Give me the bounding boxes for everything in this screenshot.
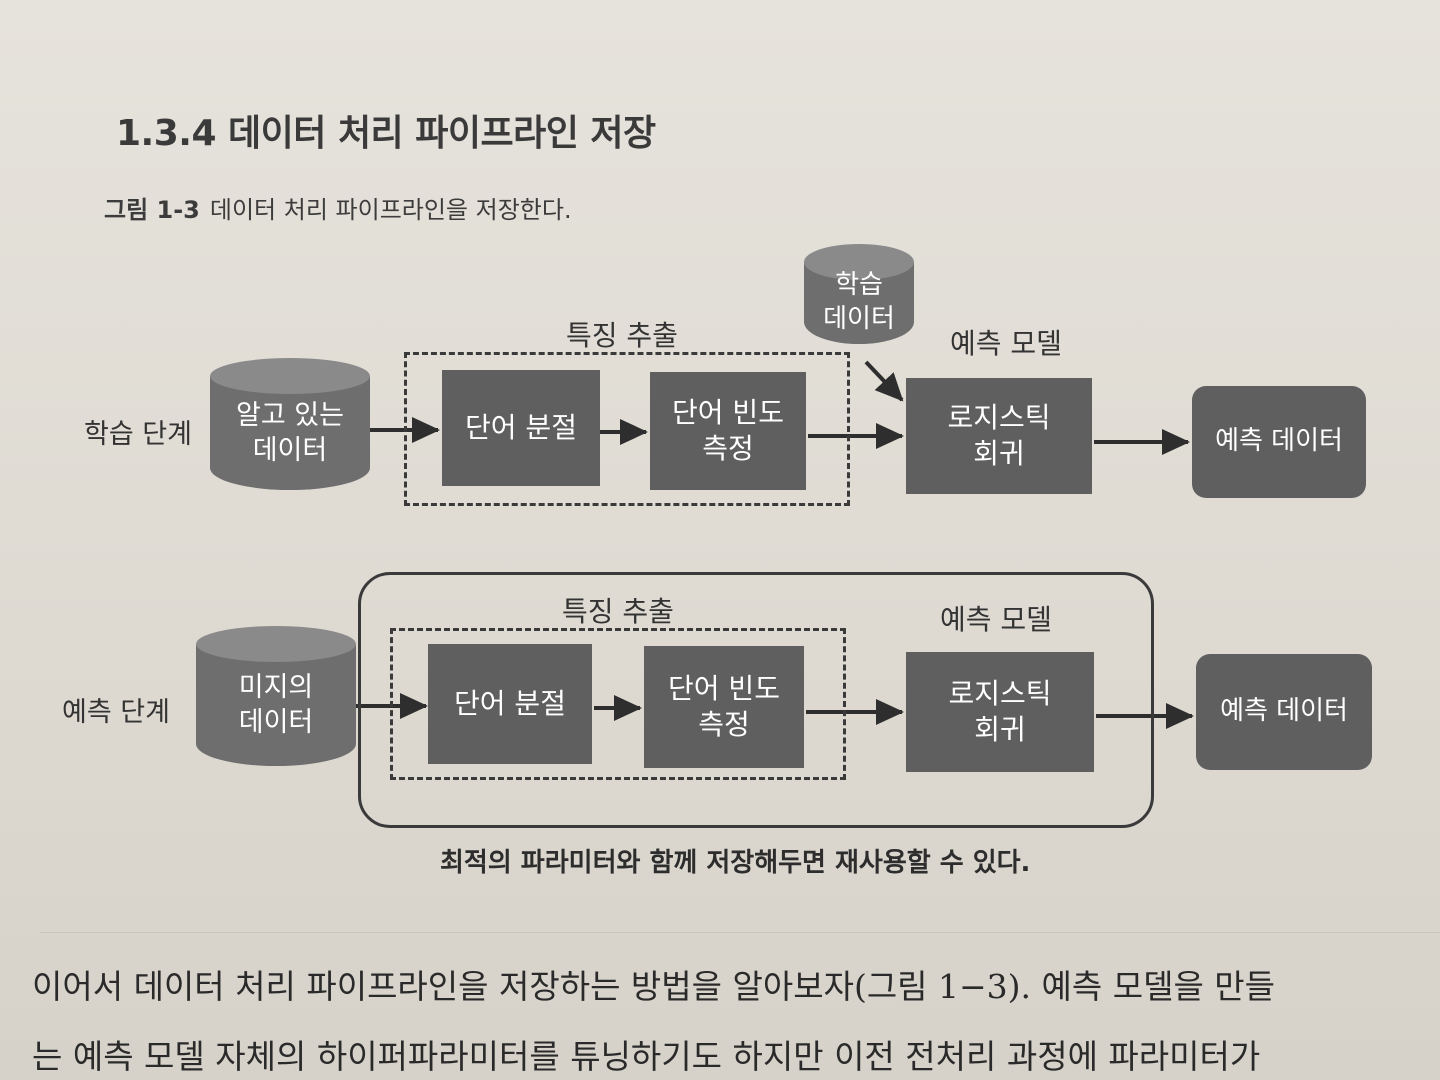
training-model-text: 로지스틱 회귀 xyxy=(947,400,1051,470)
prediction-word-split-box: 단어 분절 xyxy=(428,644,592,764)
prediction-output-box: 예측 데이터 xyxy=(1196,654,1372,770)
training-word-split-label: 단어 분절 xyxy=(465,410,577,444)
prediction-feature-group-label: 특징 추출 xyxy=(562,595,674,628)
training-word-freq-box: 단어 빈도 측정 xyxy=(650,372,806,490)
training-source-label: 알고 있는 데이터 xyxy=(236,399,344,466)
prediction-word-freq-box: 단어 빈도 측정 xyxy=(644,646,804,768)
figure-caption-text: 데이터 처리 파이프라인을 저장한다. xyxy=(209,196,572,224)
training-output-label: 예측 데이터 xyxy=(1215,426,1343,457)
training-word-split-box: 단어 분절 xyxy=(442,370,600,486)
training-output-box: 예측 데이터 xyxy=(1192,386,1366,498)
body-text-line-2: 는 예측 모델 자체의 하이퍼파라미터를 튜닝하기도 하지만 이전 전처리 과정… xyxy=(32,1037,1261,1076)
prediction-feature-extraction-group xyxy=(390,628,846,780)
prediction-source-cylinder: 미지의 데이터 xyxy=(196,626,356,766)
training-data-label: 학습 데이터 xyxy=(823,270,895,334)
body-text-line-1: 이어서 데이터 처리 파이프라인을 저장하는 방법을 알아보자(그림 1−3).… xyxy=(32,967,1276,1006)
training-source-cylinder: 알고 있는 데이터 xyxy=(210,358,370,490)
section-title-text: 데이터 처리 파이프라인 저장 xyxy=(228,113,656,154)
prediction-model-label: 예측 모델 xyxy=(940,603,1052,636)
figure-caption: 그림 1-3 데이터 처리 파이프라인을 저장한다. xyxy=(104,190,572,225)
training-feature-group-label: 특징 추출 xyxy=(566,319,678,352)
prediction-output-label: 예측 데이터 xyxy=(1220,696,1348,727)
training-model-box: 로지스틱 회귀 xyxy=(906,378,1092,494)
prediction-model-box: 로지스틱 회귀 xyxy=(906,652,1094,772)
figure-number: 그림 1-3 xyxy=(104,196,200,224)
training-stage-label: 학습 단계 xyxy=(84,419,192,450)
bleed-through-line xyxy=(40,932,1440,933)
prediction-source-label: 미지의 데이터 xyxy=(238,671,314,738)
prediction-word-freq-label: 단어 빈도 측정 xyxy=(668,671,780,741)
training-model-label: 예측 모델 xyxy=(950,327,1062,360)
diagram-note: 최적의 파라미터와 함께 저장해두면 재사용할 수 있다. xyxy=(440,848,1031,878)
training-feature-extraction-group xyxy=(404,352,850,506)
training-data-cylinder: 학습 데이터 xyxy=(804,244,914,344)
prediction-word-split-label: 단어 분절 xyxy=(454,686,566,720)
training-word-freq-label: 단어 빈도 측정 xyxy=(672,395,784,465)
section-number: 1.3.4 xyxy=(116,113,217,154)
arrow-train-data-to-model xyxy=(864,360,904,402)
prediction-stage-label: 예측 단계 xyxy=(62,697,170,728)
section-heading: 1.3.4 데이터 처리 파이프라인 저장 xyxy=(116,104,656,156)
saved-pipeline-boundary xyxy=(358,572,1154,828)
prediction-model-text: 로지스틱 회귀 xyxy=(948,676,1052,746)
